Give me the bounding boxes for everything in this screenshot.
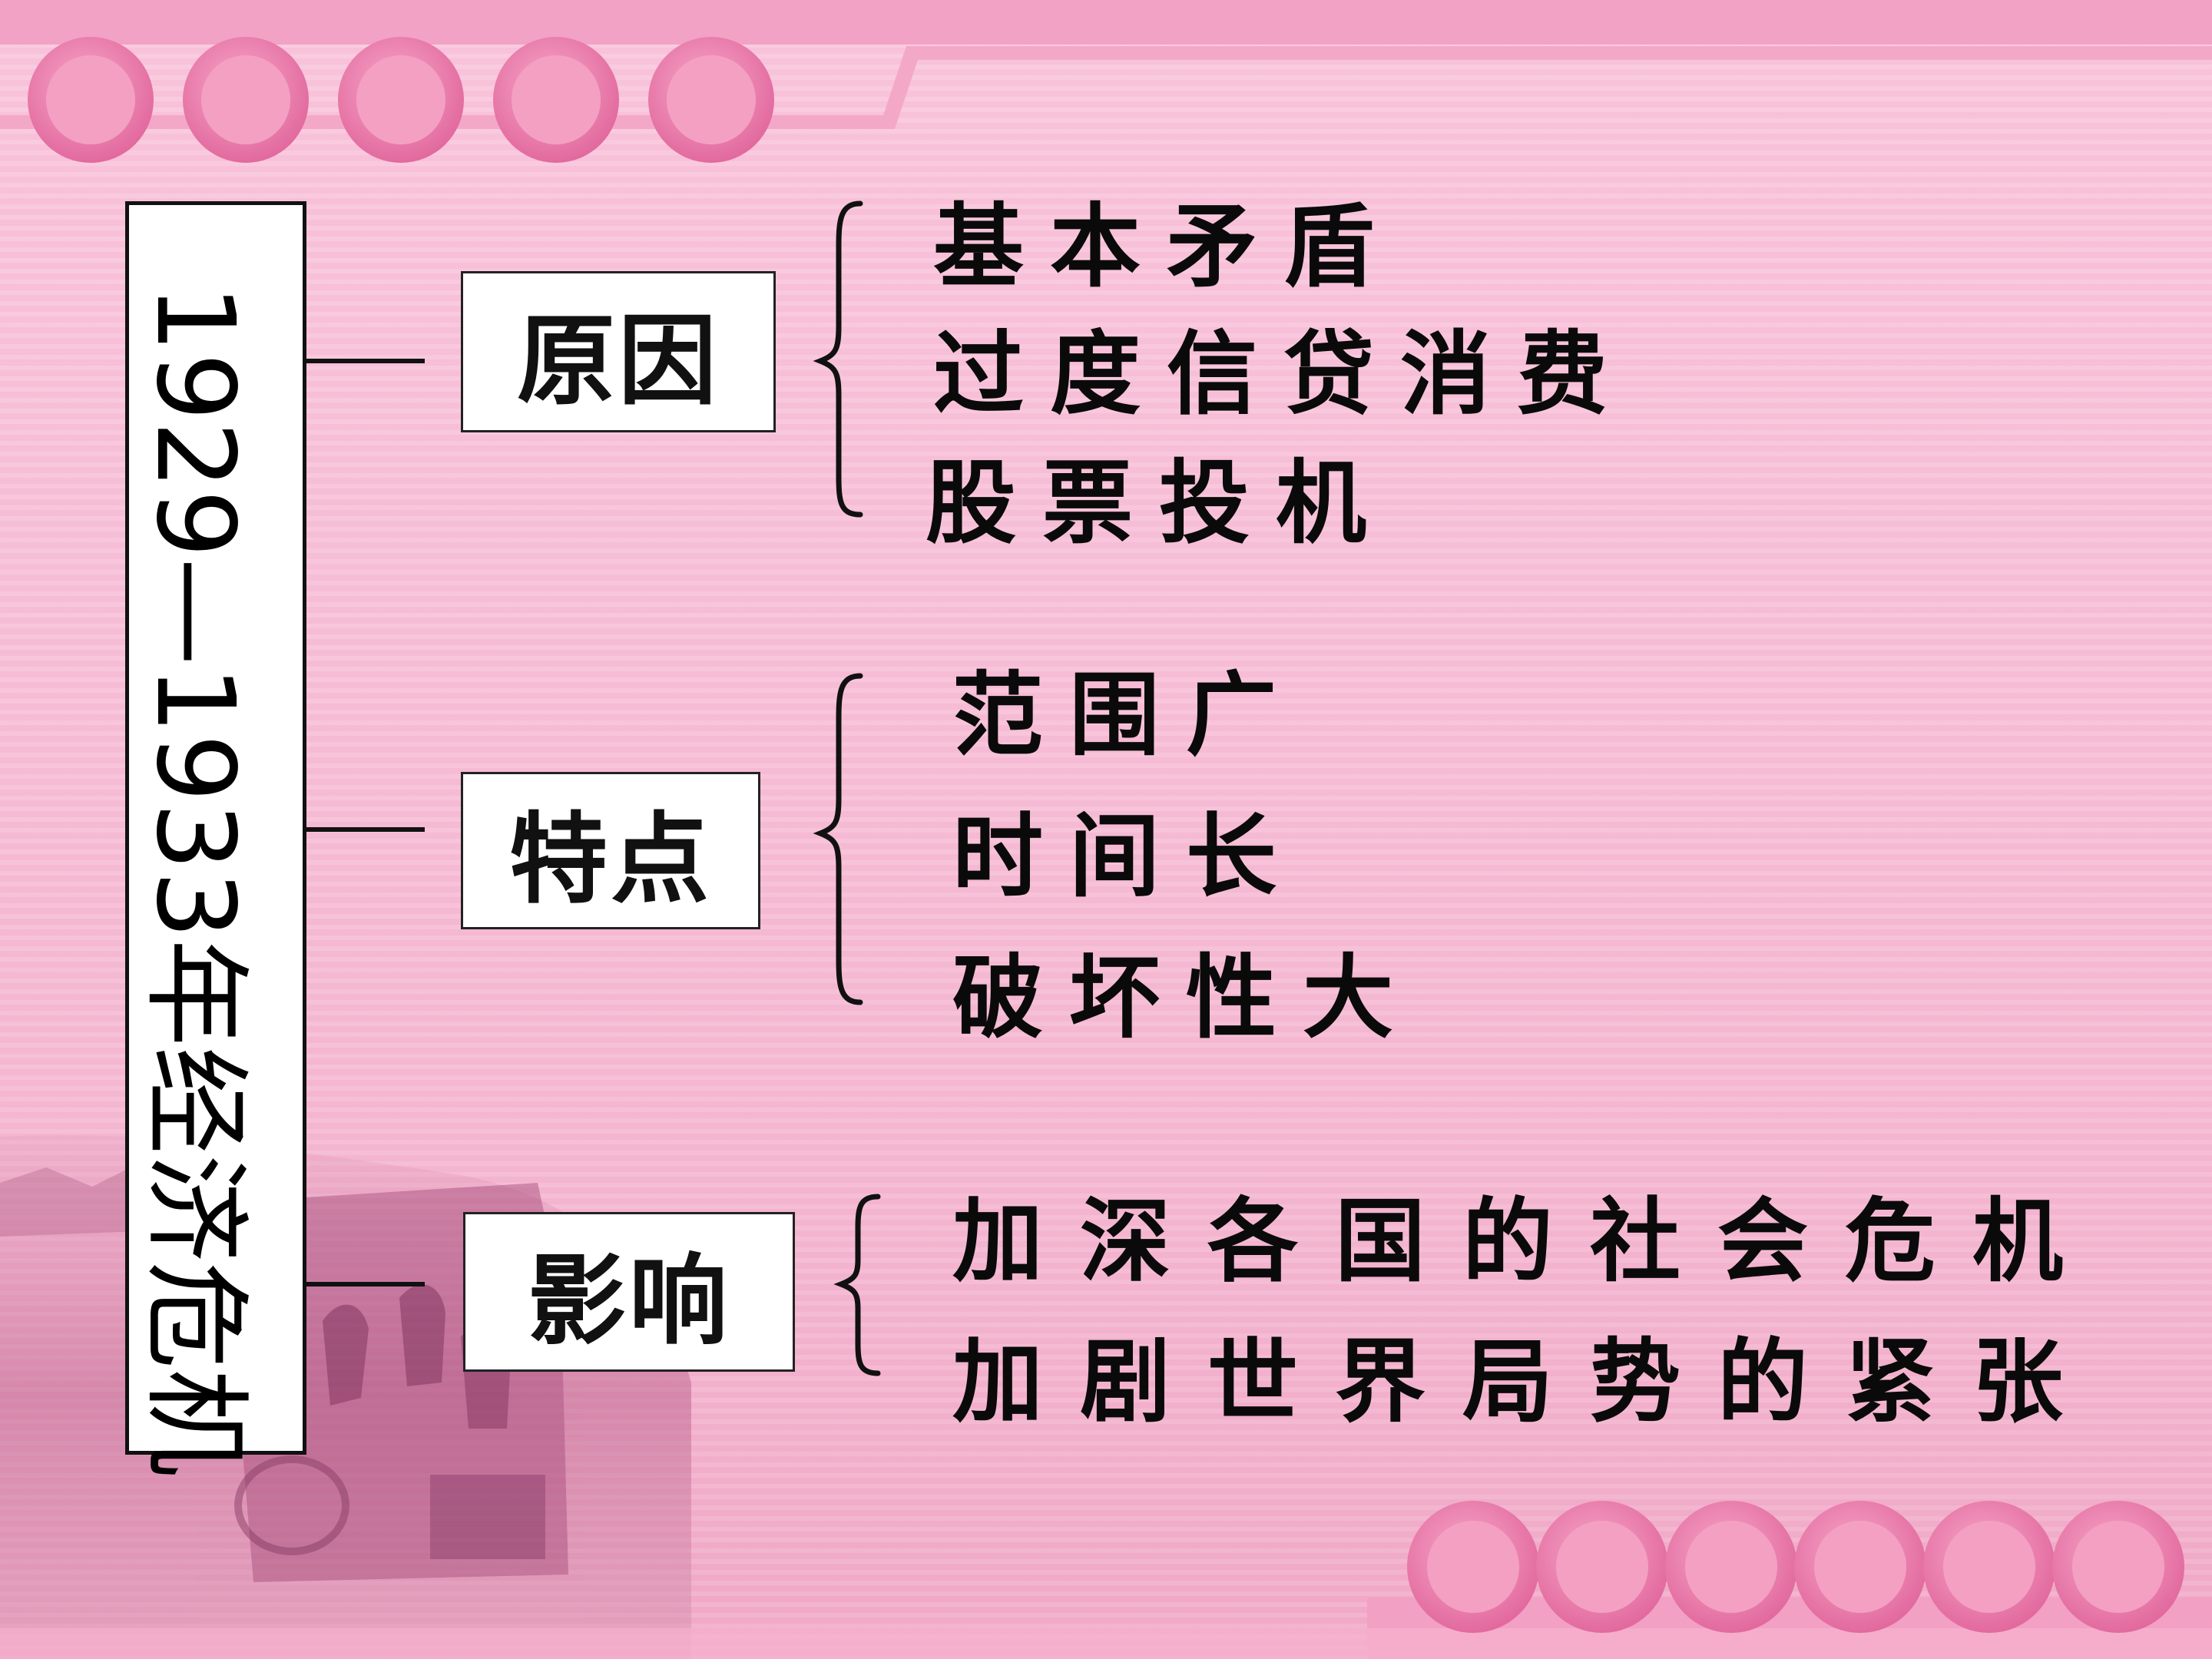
impact-item: 加深各国的社会危机 [952, 1187, 2101, 1294]
diagram-title: 1929—1933年经济危机 [132, 284, 257, 1477]
feature-item: 范围广 [952, 661, 1303, 768]
brace-impact [833, 1194, 881, 1376]
braces [813, 200, 881, 1376]
bottom-circles [1407, 1501, 2184, 1633]
impact-item: 加剧世界局势的紧张 [952, 1328, 2101, 1435]
cause-item: 基本矛盾 [933, 193, 1401, 300]
top-circles [28, 37, 774, 163]
connector-lines [306, 359, 425, 1286]
feature-item: 破坏性大 [952, 944, 1420, 1051]
brace-cause [813, 200, 863, 518]
category-box-impact: 影响 [463, 1212, 795, 1372]
title-box [125, 201, 306, 1455]
cause-item: 过度信贷消费 [933, 320, 1634, 427]
category-box-features: 特点 [461, 772, 760, 929]
category-box-cause: 原因 [461, 271, 776, 432]
brace-features [813, 673, 863, 1005]
feature-item: 时间长 [952, 803, 1303, 909]
cause-item: 股票投机 [926, 449, 1393, 556]
